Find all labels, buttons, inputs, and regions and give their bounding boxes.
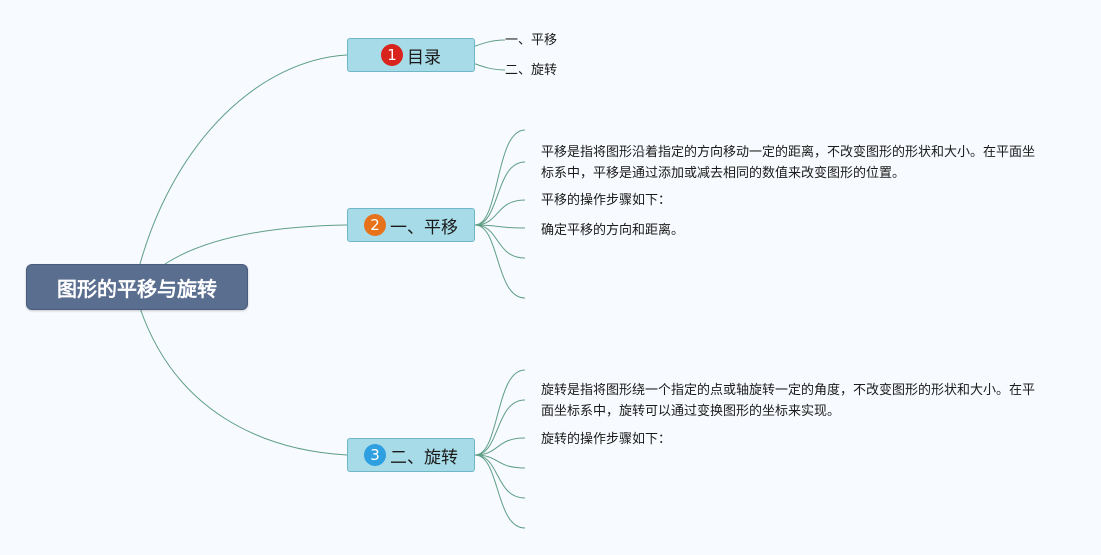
connector-root-rotation [139, 307, 348, 456]
branch-label: 二、旋转 [390, 447, 458, 468]
connector-leaf [474, 369, 526, 456]
number-2-badge-icon: 2 [364, 214, 386, 236]
connector-root-translation [164, 224, 348, 265]
branch-label: 目录 [407, 47, 441, 68]
connector-root-toc [139, 54, 348, 265]
connector-leaf [474, 224, 526, 229]
branch-label: 一、平移 [390, 217, 458, 238]
connector-leaf [474, 161, 526, 226]
branch-node-toc[interactable]: 1 目录 [347, 38, 475, 72]
leaf-node[interactable]: 平移是指将图形沿着指定的方向移动一定的距离，不改变图形的形状和大小。在平面坐标系… [541, 145, 1036, 181]
connector-leaf [474, 454, 526, 529]
leaf-node[interactable]: 旋转的操作步骤如下： [541, 432, 672, 447]
leaf-node[interactable]: 一、平移 [505, 33, 558, 48]
connector-leaf [474, 454, 526, 499]
connector-leaf [474, 199, 526, 226]
number-3-badge-icon: 3 [364, 444, 386, 466]
connector-leaf [474, 224, 526, 299]
root-title: 图形的平移与旋转 [57, 276, 217, 301]
connector-leaf [474, 129, 526, 226]
branch-node-rotation[interactable]: 3 二、旋转 [347, 438, 475, 472]
connector-leaf [474, 399, 526, 456]
connector-leaf [474, 454, 526, 469]
leaf-node[interactable]: 平移的操作步骤如下： [541, 193, 672, 208]
connector-leaf [474, 437, 526, 456]
connector-leaf [474, 224, 526, 259]
branch-node-translation[interactable]: 2 一、平移 [347, 208, 475, 242]
root-node[interactable]: 图形的平移与旋转 [26, 264, 248, 310]
leaf-node[interactable]: 二、旋转 [505, 63, 558, 78]
leaf-node[interactable]: 确定平移的方向和距离。 [541, 223, 685, 238]
number-1-badge-icon: 1 [381, 44, 403, 66]
leaf-node[interactable]: 旋转是指将图形绕一个指定的点或轴旋转一定的角度，不改变图形的形状和大小。在平面坐… [541, 383, 1036, 419]
